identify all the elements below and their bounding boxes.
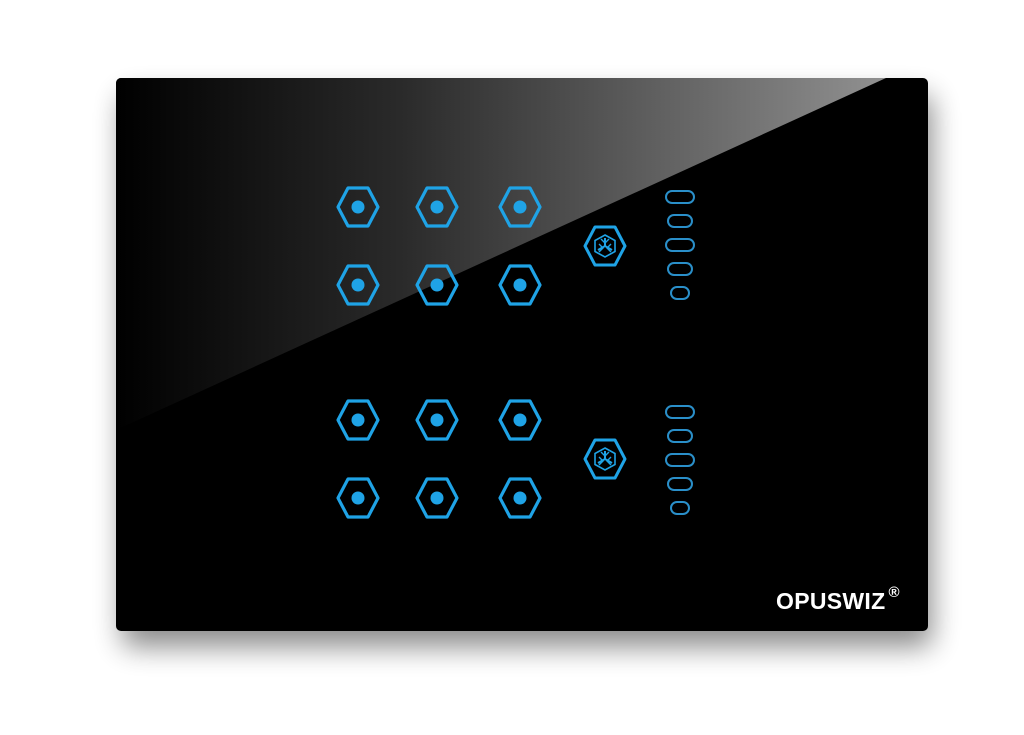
touch-button-upper-3[interactable] [498, 185, 542, 229]
slider-segment[interactable] [667, 262, 693, 276]
touch-button-lower-3[interactable] [498, 398, 542, 442]
hexagon-dot-icon [415, 477, 459, 519]
hexagon-dot-icon [498, 264, 542, 306]
slider-segment[interactable] [670, 501, 690, 515]
hexagon-dot-icon [498, 186, 542, 228]
hexagon-dot-icon [336, 399, 380, 441]
touch-button-lower-4[interactable] [336, 476, 380, 520]
glass-reflection [116, 78, 928, 430]
brand-name: OPUSWIZ [776, 588, 886, 614]
scene-button-upper[interactable] [583, 224, 627, 268]
scene-button-lower[interactable] [583, 437, 627, 481]
slider-segment[interactable] [667, 477, 693, 491]
hexagon-dot-icon [415, 186, 459, 228]
scene-icon [583, 438, 627, 480]
touch-button-upper-6[interactable] [498, 263, 542, 307]
slider-segment[interactable] [665, 405, 695, 419]
hexagon-dot-icon [498, 477, 542, 519]
touch-button-upper-5[interactable] [415, 263, 459, 307]
dimmer-slider-lower[interactable] [660, 405, 700, 515]
hexagon-dot-icon [336, 477, 380, 519]
touch-panel: OPUSWIZ® [116, 78, 928, 631]
touch-button-lower-2[interactable] [415, 398, 459, 442]
brand-logo: OPUSWIZ® [776, 584, 899, 615]
touch-button-upper-2[interactable] [415, 185, 459, 229]
slider-segment[interactable] [670, 286, 690, 300]
registered-mark: ® [888, 584, 900, 601]
slider-segment[interactable] [667, 429, 693, 443]
hexagon-dot-icon [415, 399, 459, 441]
hexagon-dot-icon [336, 186, 380, 228]
slider-segment[interactable] [667, 214, 693, 228]
slider-segment[interactable] [665, 190, 695, 204]
touch-button-lower-1[interactable] [336, 398, 380, 442]
touch-button-lower-6[interactable] [498, 476, 542, 520]
touch-button-lower-5[interactable] [415, 476, 459, 520]
scene-icon [583, 225, 627, 267]
hexagon-dot-icon [415, 264, 459, 306]
hexagon-dot-icon [336, 264, 380, 306]
dimmer-slider-upper[interactable] [660, 190, 700, 300]
touch-button-upper-4[interactable] [336, 263, 380, 307]
hexagon-dot-icon [498, 399, 542, 441]
slider-segment[interactable] [665, 238, 695, 252]
slider-segment[interactable] [665, 453, 695, 467]
touch-button-upper-1[interactable] [336, 185, 380, 229]
